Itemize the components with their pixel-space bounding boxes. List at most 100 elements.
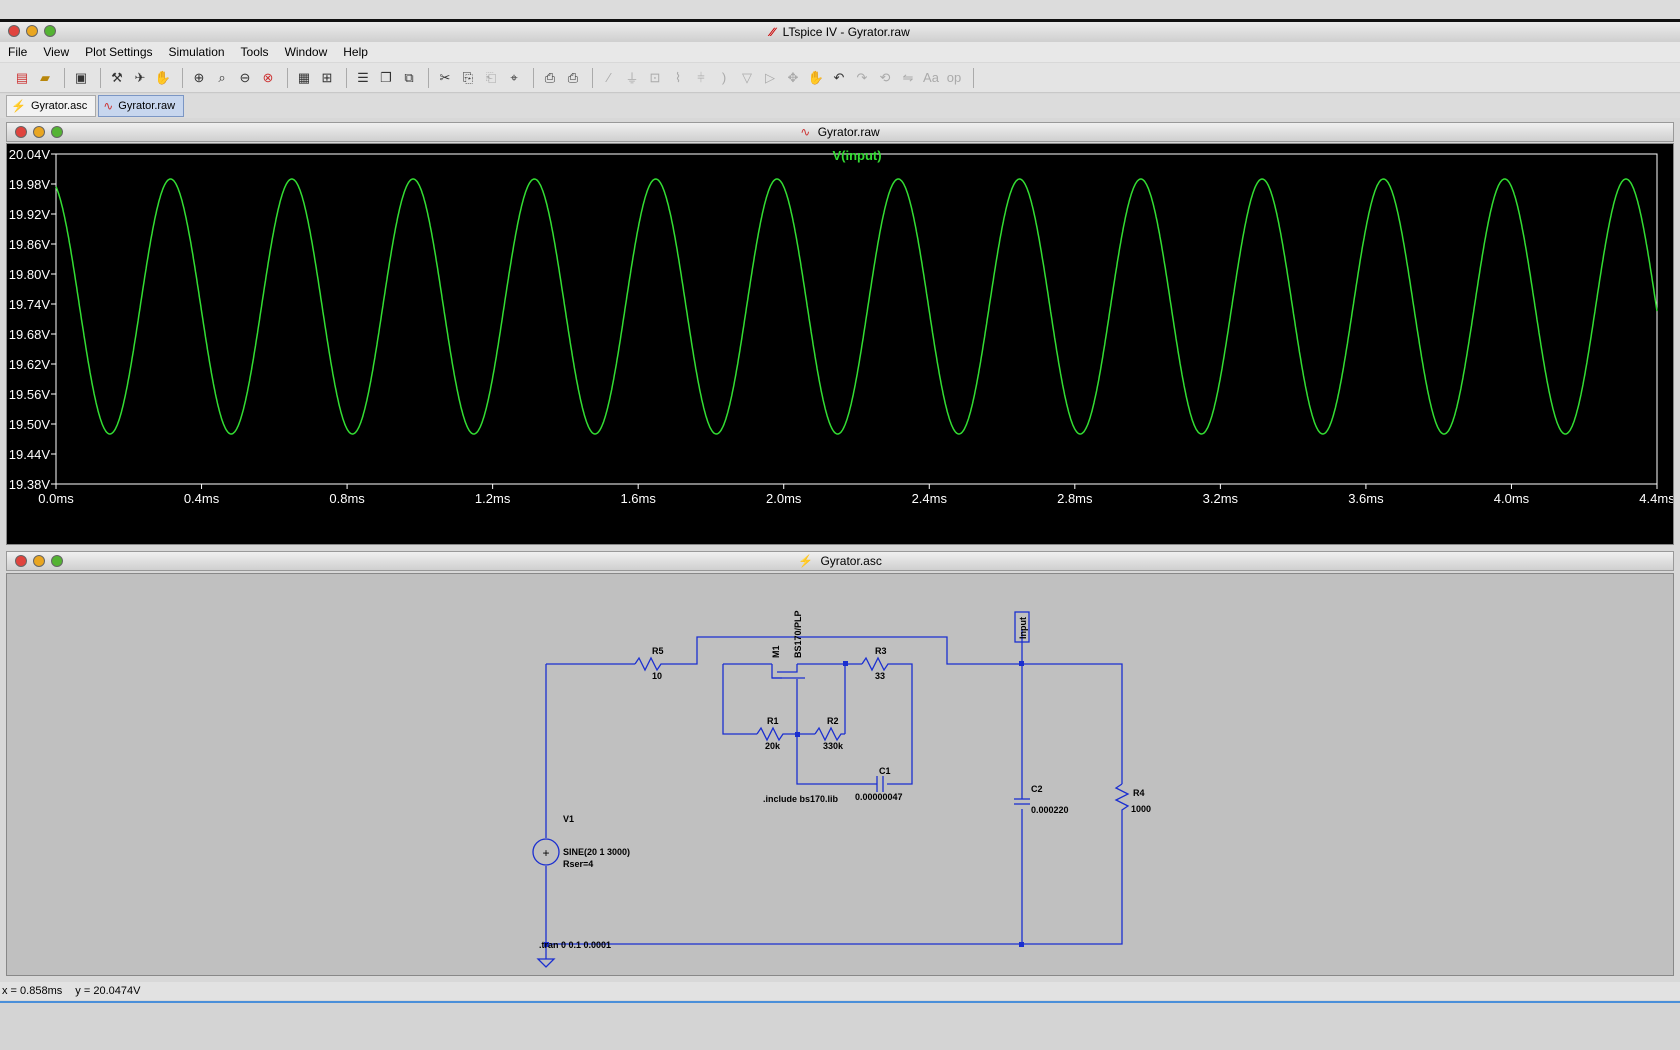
trace-label[interactable]: V(input) (832, 148, 881, 163)
value-r1[interactable]: 20k (765, 741, 781, 751)
label-r3[interactable]: R3 (875, 646, 887, 656)
zoom-fit-icon[interactable]: ⊗ (262, 69, 274, 85)
pane-minimize-button[interactable] (33, 555, 45, 567)
junction-dot (843, 661, 848, 666)
redo-icon[interactable]: ↷ (856, 69, 868, 85)
value-m1[interactable]: BS170/PLP (793, 610, 803, 658)
value-r3[interactable]: 33 (875, 671, 885, 681)
tab-gyrator-asc[interactable]: ⚡ Gyrator.asc (6, 95, 97, 117)
resistor-r5-symbol[interactable] (634, 656, 665, 672)
open-folder-icon[interactable]: ▰ (40, 69, 50, 85)
resistor-r2-symbol[interactable] (814, 726, 845, 742)
pane-controls (15, 555, 63, 567)
save-icon[interactable]: ▣ (74, 69, 88, 85)
ground-icon[interactable]: ⏚ (625, 71, 639, 86)
zoom-out-icon[interactable]: ⊖ (239, 69, 251, 85)
resistor-r4-symbol[interactable] (1114, 783, 1130, 814)
net-label-input[interactable]: Input (1018, 617, 1028, 639)
autorange-icon[interactable]: ▦ (297, 69, 311, 85)
capacitor-icon[interactable]: ⫩ (697, 69, 705, 85)
net-label-box[interactable] (1014, 611, 1030, 643)
spice-directive-icon[interactable]: op (946, 70, 962, 85)
value-c2[interactable]: 0.000220 (1031, 805, 1069, 815)
label-r5[interactable]: R5 (652, 646, 664, 656)
pane-zoom-button[interactable] (51, 555, 63, 567)
tab-gyrator-raw[interactable]: ∿ Gyrator.raw (98, 95, 185, 117)
paste-icon[interactable]: ⎗ (485, 69, 497, 85)
wire-icon[interactable]: ∕ (607, 70, 611, 85)
pane-minimize-button[interactable] (33, 126, 45, 138)
pick-visible-traces-icon[interactable]: ⊞ (321, 69, 333, 85)
rotate-icon[interactable]: ⟲ (879, 69, 891, 85)
waveform-chart[interactable]: 20.04V19.98V19.92V19.86V19.80V19.74V19.6… (7, 144, 1675, 544)
pane-controls (15, 126, 63, 138)
label-c2[interactable]: C2 (1031, 784, 1043, 794)
value-v1[interactable]: SINE(20 1 3000) (563, 847, 630, 857)
minimize-button[interactable] (26, 25, 38, 37)
label-net-icon[interactable]: ⊡ (649, 69, 661, 85)
voltage-source-v1-symbol[interactable] (532, 838, 560, 866)
print-icon[interactable]: ⎙ (567, 69, 579, 85)
zoom-icon[interactable]: ⌕ (218, 69, 226, 85)
y-tick-label: 19.56V (9, 387, 51, 402)
label-r2[interactable]: R2 (827, 716, 839, 726)
label-r4[interactable]: R4 (1133, 788, 1145, 798)
y-tick-label: 19.74V (9, 297, 51, 312)
x-tick-label: 3.2ms (1203, 491, 1239, 506)
mosfet-m1-symbol[interactable] (771, 664, 782, 679)
diode-icon[interactable]: ▽ (742, 69, 752, 85)
resistor-icon[interactable]: ⌇ (674, 69, 682, 85)
label-c1[interactable]: C1 (879, 766, 891, 776)
drag-icon[interactable]: ✋ (807, 69, 825, 85)
menu-view[interactable]: View (43, 45, 70, 59)
resistor-r3-symbol[interactable] (861, 656, 892, 672)
halt-icon[interactable]: ✋ (154, 69, 172, 85)
run-icon[interactable]: ✈ (134, 69, 146, 85)
label-m1[interactable]: M1 (771, 645, 781, 658)
find-icon[interactable]: ⌖ (510, 69, 518, 85)
value-c1[interactable]: 0.00000047 (855, 792, 903, 802)
menu-file[interactable]: File (8, 45, 28, 59)
menu-tools[interactable]: Tools (240, 45, 269, 59)
schematic-canvas[interactable]: + R5 10 M1 BS170/PLP R3 33 R1 20k R2 330… (6, 573, 1674, 976)
pane-close-button[interactable] (15, 555, 27, 567)
cascade-icon[interactable]: ❐ (380, 69, 392, 85)
pane-close-button[interactable] (15, 126, 27, 138)
value-r2[interactable]: 330k (823, 741, 844, 751)
zoom-in-icon[interactable]: ⊕ (193, 69, 205, 85)
menu-help[interactable]: Help (343, 45, 368, 59)
include-directive[interactable]: .include bs170.lib (763, 794, 839, 804)
value-r4[interactable]: 1000 (1131, 804, 1151, 814)
label-v1[interactable]: V1 (563, 814, 574, 824)
mosfet-m1-symbol[interactable] (777, 664, 798, 673)
label-r1[interactable]: R1 (767, 716, 779, 726)
resistor-r1-symbol[interactable] (756, 726, 785, 742)
menu-simulation[interactable]: Simulation (168, 45, 225, 59)
value-v1-rser[interactable]: Rser=4 (563, 859, 593, 869)
mirror-icon[interactable]: ⇋ (902, 69, 914, 85)
text-icon[interactable]: Aa (923, 70, 939, 85)
menu-window[interactable]: Window (284, 45, 328, 59)
component-icon[interactable]: ▷ (765, 69, 775, 85)
control-panel-icon[interactable]: ⚒ (111, 69, 123, 85)
tile-horizontal-icon[interactable]: ☰ (357, 69, 369, 85)
top-strip (0, 0, 1680, 22)
close-button[interactable] (8, 25, 20, 37)
zoom-button[interactable] (44, 25, 56, 37)
cut-icon[interactable]: ✂ (439, 69, 451, 85)
new-schematic-icon[interactable]: ▤ (15, 69, 29, 85)
inductor-icon[interactable]: ) (721, 70, 727, 85)
schematic-drawing[interactable]: + R5 10 M1 BS170/PLP R3 33 R1 20k R2 330… (7, 574, 1673, 975)
value-r5[interactable]: 10 (652, 671, 662, 681)
tile-vertical-icon[interactable]: ⧉ (404, 69, 414, 85)
copy-icon[interactable]: ⎘ (462, 69, 474, 85)
menu-plot-settings[interactable]: Plot Settings (85, 45, 153, 59)
tran-directive[interactable]: .tran 0 0.1 0.0001 (539, 940, 611, 950)
pane-zoom-button[interactable] (51, 126, 63, 138)
print-preview-icon[interactable]: ⎙ (544, 69, 556, 85)
waveform-icon: ∿ (800, 125, 811, 139)
move-icon[interactable]: ✥ (787, 69, 799, 85)
undo-icon[interactable]: ↶ (833, 69, 845, 85)
document-tabs: ⚡ Gyrator.asc ∿ Gyrator.raw (0, 94, 1680, 118)
